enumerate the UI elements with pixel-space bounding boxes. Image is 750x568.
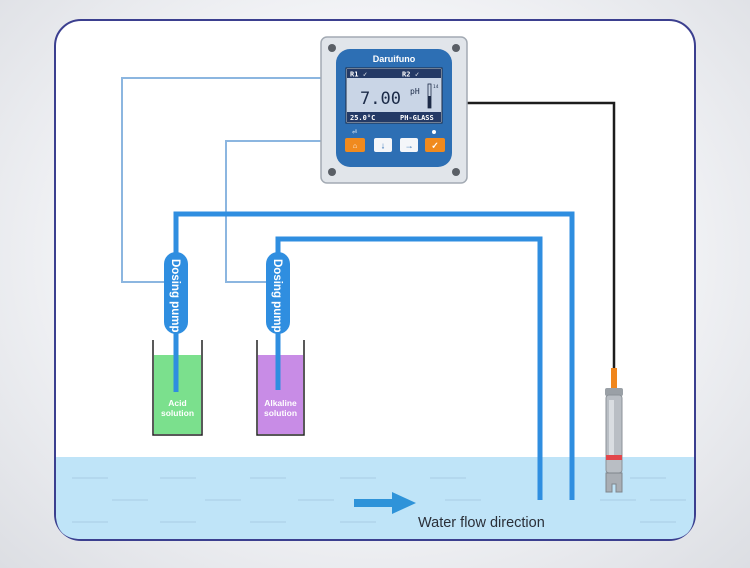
flow-direction-label: Water flow direction [418, 515, 545, 531]
pump-label: Dosing pump [169, 259, 181, 332]
reading-unit: pH [410, 87, 420, 96]
level-bar-fill [428, 96, 431, 108]
ph-electrode [605, 368, 623, 493]
check-icon: ✓ [363, 71, 367, 79]
brand-label: Daruifuno [373, 54, 416, 64]
container-label-line2: solution [161, 408, 194, 418]
container-label-line1: Acid [168, 398, 186, 408]
pump-label: Dosing pump [271, 259, 283, 332]
relay1-indicator: R1 [350, 71, 358, 79]
bar-max-label: 14 [433, 84, 439, 90]
cable-pump-1 [121, 77, 325, 283]
screw [328, 44, 336, 52]
arrow-down-icon: ↓ [381, 141, 386, 151]
container-label-line1: Alkaline [264, 398, 297, 408]
enter-check-icon: ✓ [431, 141, 439, 151]
diagram-frame [54, 19, 696, 541]
enter-key[interactable]: ✓ [425, 138, 445, 152]
status-dot [432, 130, 436, 134]
flow-arrow [354, 492, 416, 514]
right-key[interactable]: → [400, 138, 418, 152]
check-icon: ✓ [415, 71, 419, 79]
menu-key-icon: ⌂ [353, 143, 357, 150]
menu-key[interactable]: ⌂ [345, 138, 365, 152]
temperature-readout: 25.0°C [350, 114, 375, 122]
down-key[interactable]: ↓ [374, 138, 392, 152]
electrode-connector [611, 368, 617, 390]
screw [452, 168, 460, 176]
container-label-line2: solution [264, 408, 297, 418]
dosing-pump-2: Dosing pump [266, 252, 290, 334]
tube-dips [173, 330, 281, 392]
mode-readout: PH-GLASS [400, 114, 434, 122]
screw [328, 168, 336, 176]
relay2-indicator: R2 [402, 71, 410, 79]
key-hint-icon: ⏎ [352, 129, 357, 136]
ph-controller: Daruifuno R1 ✓ R2 ✓ 7.00 pH 14 25.0°C PH… [320, 36, 468, 184]
screw [452, 44, 460, 52]
arrow-right-icon: → [405, 141, 414, 151]
water-body [56, 457, 694, 539]
reading-value: 7.00 [360, 89, 401, 109]
electrode-cable [462, 101, 616, 370]
dosing-pump-1: Dosing pump [164, 252, 188, 334]
